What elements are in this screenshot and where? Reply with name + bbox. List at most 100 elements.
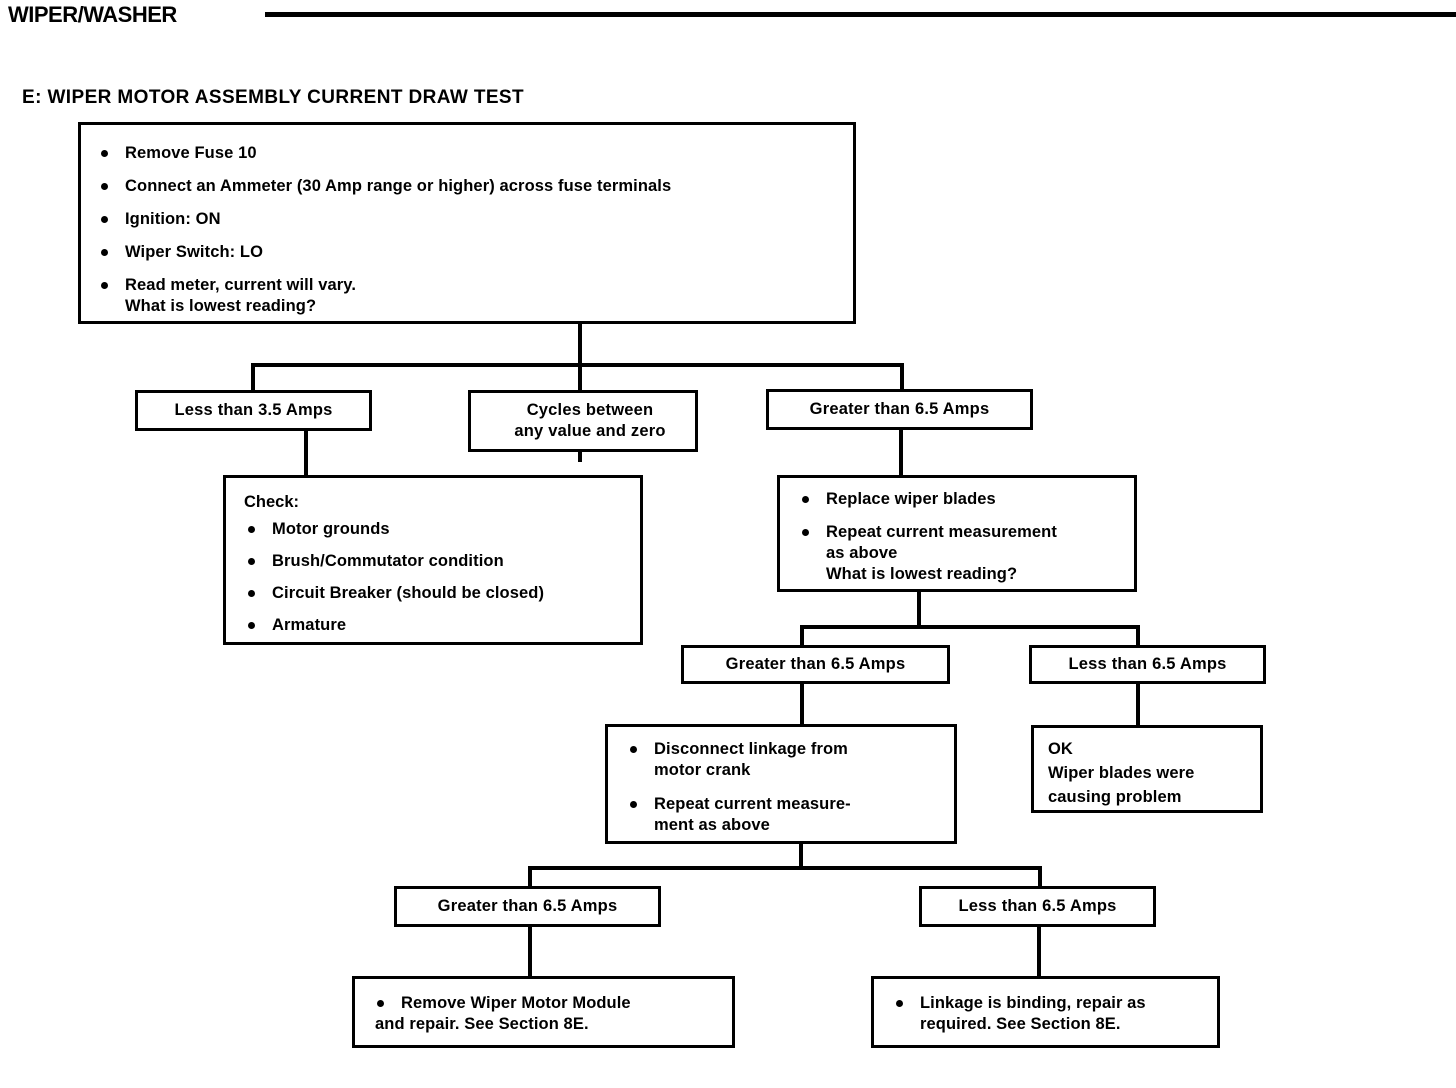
list-item-text: Read meter, current will vary. [125,276,357,294]
bullet-icon [101,183,108,190]
list-item: Repeat current measurement as above What… [800,522,1134,585]
node-greater-than-6-5-amps-level3: Greater than 6.5 Amps [681,645,950,684]
connector-greater65-to-replace [899,430,903,475]
list-item: Ignition: ON [99,209,853,230]
start-instruction-list: Remove Fuse 10 Connect an Ammeter (30 Am… [81,125,853,317]
list-item-text: Circuit Breaker (should be closed) [272,584,545,602]
check-box-heading: Check: [226,478,640,513]
node-replace-wiper-blades: Replace wiper blades Repeat current meas… [777,475,1137,592]
connector-level3-less-to-ok [1136,684,1140,725]
list-item: Repeat current measure- ment as above [628,794,954,836]
list-item: Connect an Ammeter (30 Amp range or high… [99,176,853,197]
bullet-icon [248,590,255,597]
connector-level4-less-to-linkage [1037,927,1041,976]
connector-level4-bus [528,866,1042,870]
list-item-text: Ignition: ON [125,210,221,228]
connector-to-level4-greater [528,866,532,888]
node-label: Greater than 6.5 Amps [809,400,990,418]
bullet-icon [101,150,108,157]
list-item-text: Remove Fuse 10 [125,144,257,162]
node-label: Greater than 6.5 Amps [437,897,618,915]
node-greater-than-6-5-amps-level2: Greater than 6.5 Amps [766,389,1033,430]
bullet-icon [101,216,108,223]
list-item-text-line2: as above [826,544,898,562]
list-item: Brush/Commutator condition [246,551,640,572]
bullet-icon [248,558,255,565]
disconnect-linkage-list: Disconnect linkage from motor crank Repe… [608,727,954,836]
list-item: Circuit Breaker (should be closed) [246,583,640,604]
node-remove-wiper-motor-module: Remove Wiper Motor Module and repair. Se… [352,976,735,1048]
start-instructions-box: Remove Fuse 10 Connect an Ammeter (30 Am… [78,122,856,324]
section-title: E: WIPER MOTOR ASSEMBLY CURRENT DRAW TES… [22,87,524,108]
bullet-icon [896,1000,903,1007]
bullet-icon [802,529,809,536]
replace-blades-list: Replace wiper blades Repeat current meas… [780,478,1134,585]
node-linkage-is-binding: Linkage is binding, repair as required. … [871,976,1220,1048]
node-ok-wiper-blades: OK Wiper blades were causing problem [1031,725,1263,813]
bullet-icon [248,526,255,533]
remove-module-list: Remove Wiper Motor Module and repair. Se… [355,979,732,1035]
node-less-than-6-5-amps-level4: Less than 6.5 Amps [919,886,1156,927]
connector-less35-to-check [304,431,308,475]
list-item: Motor grounds [246,519,640,540]
node-label-line1: Cycles between [526,401,654,419]
list-item-text: Linkage is binding, repair as [920,994,1146,1012]
bullet-icon [630,801,637,808]
connector-to-level3-less [1136,625,1140,647]
check-heading-text: Check: [244,493,300,511]
ok-box-line1: OK [1048,740,1073,758]
connector-to-greater65 [900,363,904,392]
bullet-icon [248,622,255,629]
ok-box-line2: Wiper blades were [1048,764,1195,782]
list-item-text: Armature [272,616,347,634]
node-cycles-between: Cycles between any value and zero [468,390,698,452]
bullet-icon [802,496,809,503]
list-item-text: Repeat current measure- [654,795,851,813]
list-item: Remove Fuse 10 [99,143,853,164]
list-item-text: Wiper Switch: LO [125,243,264,261]
connector-level3-greater-to-disconnect [800,684,804,724]
node-greater-than-6-5-amps-level4: Greater than 6.5 Amps [394,886,661,927]
connector-to-level3-greater [800,625,804,647]
connector-to-level4-less [1038,866,1042,888]
list-item: Replace wiper blades [800,489,1134,510]
bullet-icon [377,1000,384,1007]
bullet-icon [101,282,108,289]
list-item-text-line2: What is lowest reading? [125,297,317,315]
check-item-list: Motor grounds Brush/Commutator condition… [226,513,640,636]
list-item-text: Replace wiper blades [826,490,996,508]
connector-level3-bus [800,625,1140,629]
bullet-icon [630,746,637,753]
list-item-text-line2: ment as above [654,816,770,834]
connector-to-less35 [251,363,255,392]
list-item: Remove Wiper Motor Module and repair. Se… [375,993,732,1035]
list-item-text: Remove Wiper Motor Module [401,994,631,1012]
node-label: Cycles between any value and zero [500,400,665,442]
list-item-text-line3: What is lowest reading? [826,565,1018,583]
node-label-line2: any value and zero [514,422,666,440]
list-item: Armature [246,615,640,636]
connector-disconnect-trunk [799,844,803,870]
list-item: Linkage is binding, repair as required. … [894,993,1217,1035]
connector-level4-greater-to-remove [528,927,532,976]
node-label: Less than 6.5 Amps [1068,655,1227,673]
ok-box-text: OK Wiper blades were causing problem [1034,728,1260,809]
node-less-than-3-5-amps: Less than 3.5 Amps [135,390,372,431]
linkage-binding-list: Linkage is binding, repair as required. … [874,979,1217,1035]
page-header-title: WIPER/WASHER [8,2,177,27]
connector-start-trunk [578,324,582,365]
list-item-text-line2: motor crank [654,761,751,779]
list-item-text-line2: required. See Section 8E. [920,1015,1121,1033]
node-label: Less than 6.5 Amps [958,897,1117,915]
connector-to-cycles [578,363,582,392]
list-item-text: Disconnect linkage from [654,740,848,758]
list-item-text: Brush/Commutator condition [272,552,504,570]
node-less-than-6-5-amps-level3: Less than 6.5 Amps [1029,645,1266,684]
list-item: Read meter, current will vary. What is l… [99,275,853,317]
ok-box-line3: causing problem [1048,788,1182,806]
node-label: Greater than 6.5 Amps [725,655,906,673]
list-item-text: Motor grounds [272,520,390,538]
node-label: Less than 3.5 Amps [174,401,333,419]
list-item-text-line2: and repair. See Section 8E. [375,1015,589,1033]
